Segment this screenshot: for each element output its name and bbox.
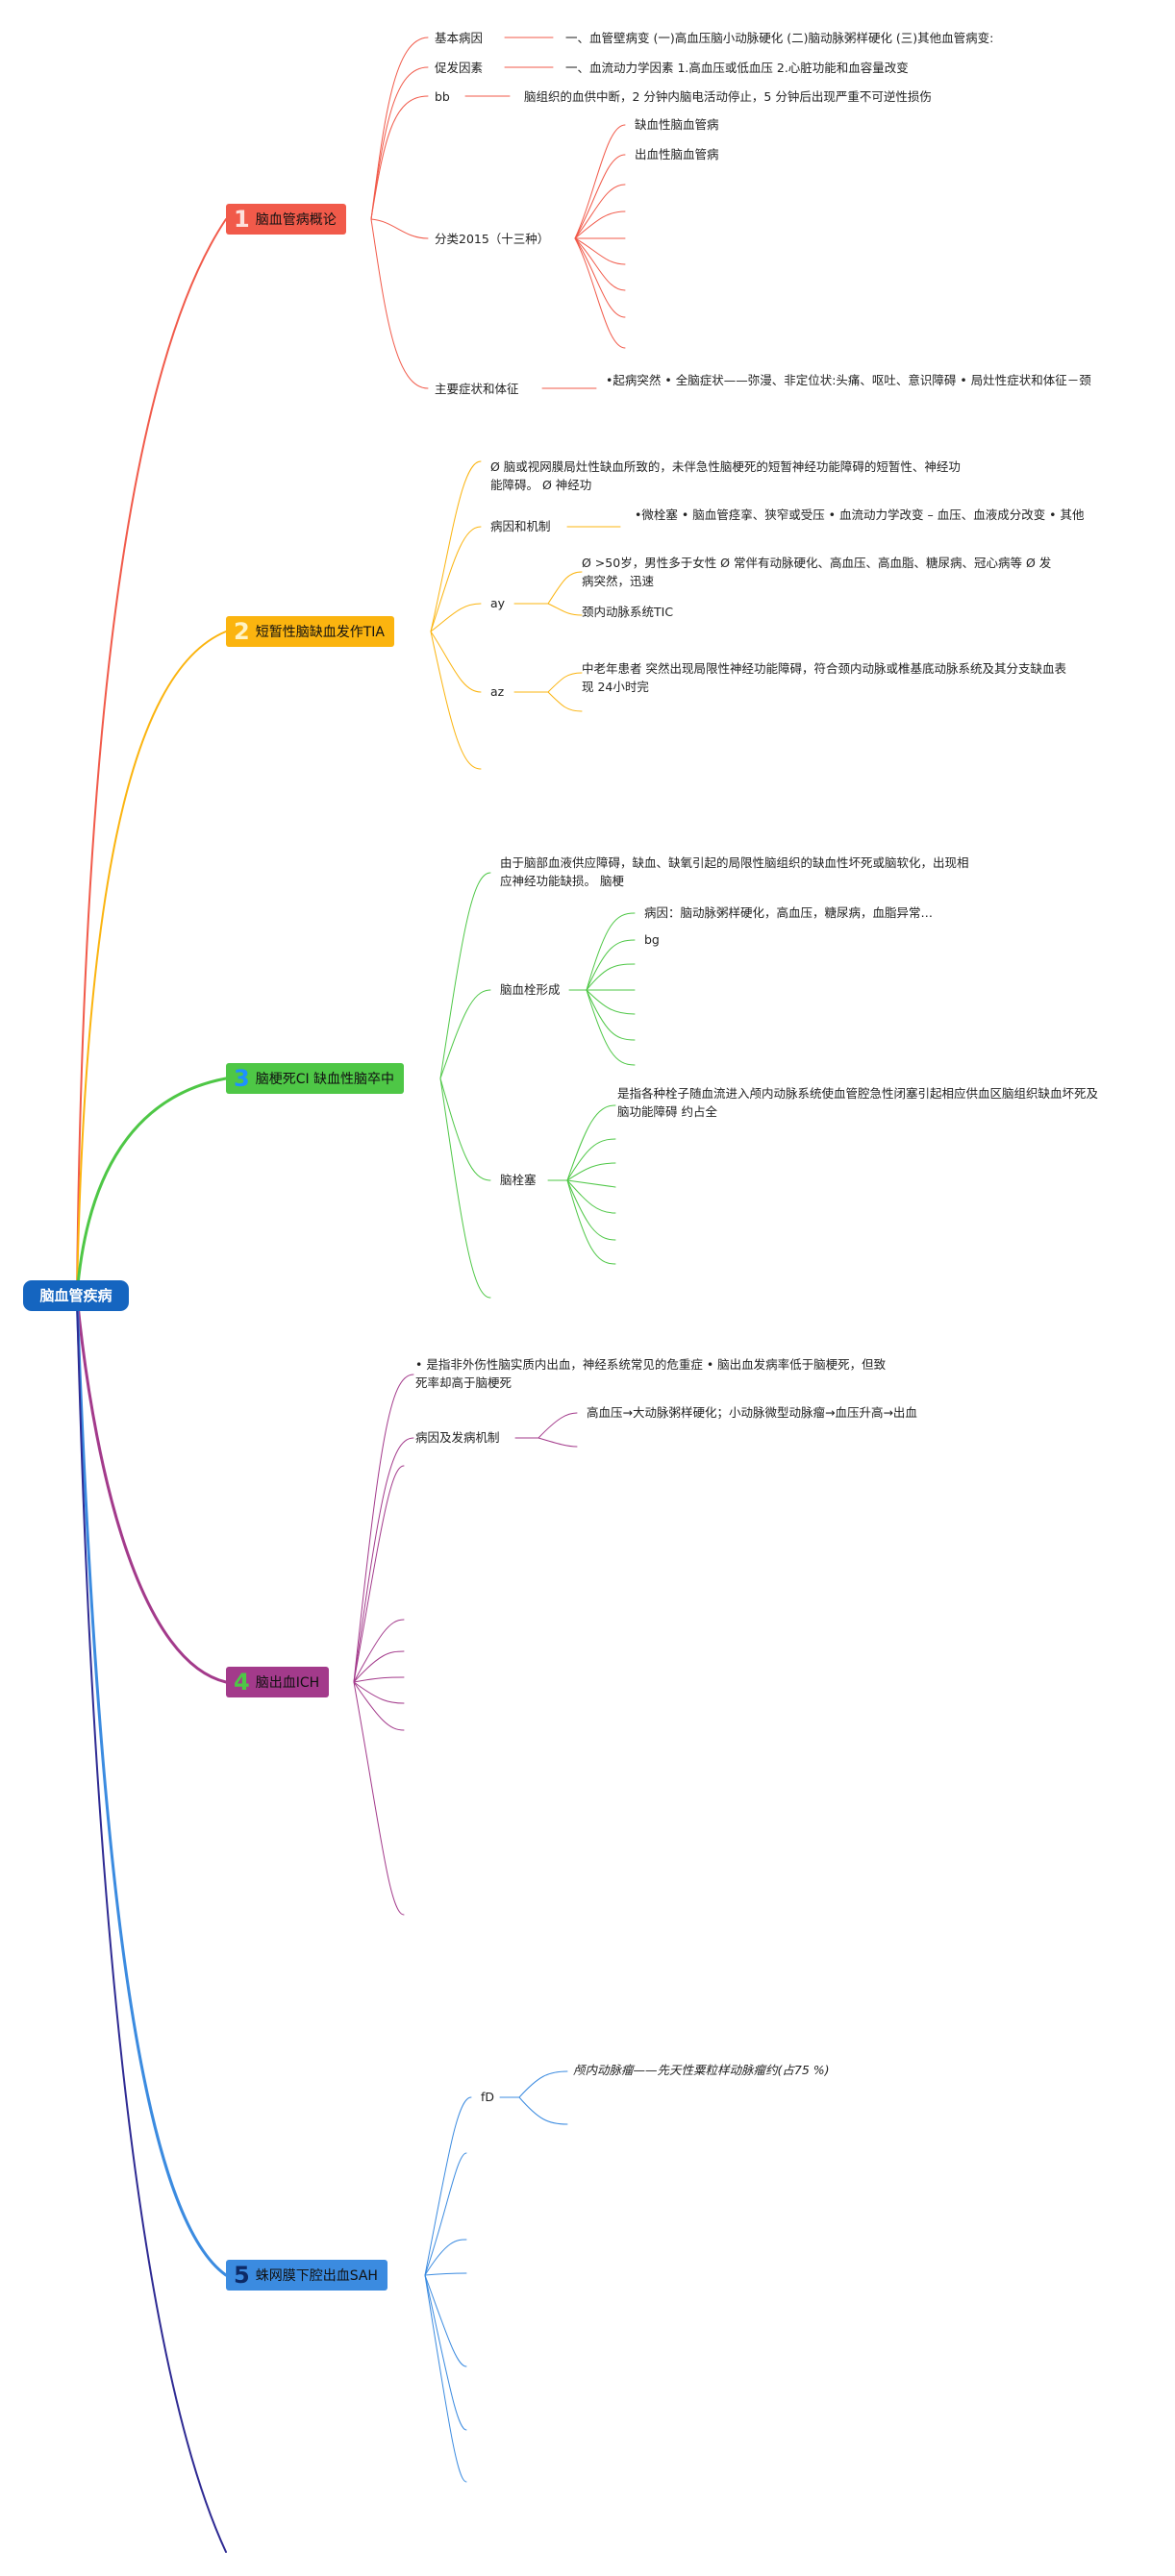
t3-label-thrombosis[interactable]: 脑血栓形成 [500,982,561,997]
branch-line-1 [76,218,227,1297]
t1-label-bb[interactable]: bb [435,89,450,104]
t1-detail-trigger: 一、血流动力学因素 1.高血压或低血压 2.心脏功能和血容量改变 [565,61,909,75]
t2-intro: Ø 脑或视网膜局灶性缺血所致的，未伴急性脑梗死的短暂神经功能障碍的短暂性、神经功… [490,459,961,492]
topic-title-3: 脑梗死CI 缺血性脑卒中 [255,1072,395,1087]
topic-title-4: 脑出血ICH [255,1675,320,1691]
t4-intro: • 是指非外伤性脑实质内出血，神经系统常见的危重症 • 脑出血发病率低于脑梗死，… [415,1357,887,1390]
t1-detail-bb: 脑组织的血供中断，2 分钟内脑电活动停止，5 分钟后出现严重不可逆性损伤 [524,89,932,104]
t5-label-fd[interactable]: fD [481,2090,495,2104]
t4-label-cause[interactable]: 病因及发病机制 [415,1430,500,1445]
t2-detail-cause: •微栓塞 • 脑血管痉挛、狭窄或受压 • 血流动力学改变 – 血压、血液成分改变… [635,508,1085,522]
topic-node-5[interactable]: 5 蛛网膜下腔出血SAH [226,2260,388,2291]
t2-ay-item-2: 颈内动脉系统TIC [582,605,674,619]
topic-node-3[interactable]: 3 脑梗死CI 缺血性脑卒中 [226,1063,405,1094]
topic-title-1: 脑血管病概论 [255,212,337,228]
branch-line-2 [76,631,227,1297]
t2-label-az[interactable]: az [490,684,505,699]
branch-line-5 [75,1294,228,2277]
t2-ay-item-1: Ø >50岁，男性多于女性 Ø 常伴有动脉硬化、高血压、高血脂、糖尿病、冠心病等… [582,556,1052,588]
topic-number-4: 4 [234,1669,250,1696]
t1-label-trigger[interactable]: 促发因素 [435,61,484,75]
t3-thrombosis-item-bg: bg [644,932,660,947]
topic-node-1[interactable]: 1 脑血管病概论 [226,204,346,235]
t1-class-item-hemorrhagic: 出血性脑血管病 [635,147,719,161]
t3-label-embolism[interactable]: 脑栓塞 [500,1173,537,1187]
t2-label-ay[interactable]: ay [490,596,506,610]
t1-label-basic-cause[interactable]: 基本病因 [435,31,484,45]
topic-number-5: 5 [234,2262,250,2289]
topic-number-2: 2 [234,618,250,645]
t1-label-classification[interactable]: 分类2015（十三种） [435,232,550,246]
branch-line-4 [75,1294,228,1684]
topic-node-2[interactable]: 2 短暂性脑缺血发作TIA [226,616,394,647]
t2-label-cause[interactable]: 病因和机制 [490,519,551,533]
branch-line-extra [76,1295,227,2553]
branch-line-3 [75,1077,228,1298]
t1-label-symptoms[interactable]: 主要症状和体征 [435,382,519,396]
t2-az-item-1: 中老年患者 突然出现局限性神经功能障碍，符合颈内动脉或椎基底动脉系统及其分支缺血… [582,661,1066,694]
topic-number-3: 3 [234,1065,250,1092]
t1-detail-symptoms: •起病突然 • 全脑症状——弥漫、非定位状:头痛、呕吐、意识障碍 • 局灶性症状… [606,373,1091,387]
t4-detail-cause: 高血压→大动脉粥样硬化；小动脉微型动脉瘤→血压升高→出血 [587,1405,917,1420]
root-node[interactable]: 脑血管疾病 [23,1280,129,1311]
topic-title-5: 蛛网膜下腔出血SAH [255,2268,378,2284]
t3-embolism-item-1: 是指各种栓子随血流进入颅内动脉系统使血管腔急性闭塞引起相应供血区脑组织缺血坏死及… [617,1086,1099,1119]
t5-fd-item-aneurysm: 颅内动脉瘤——先天性粟粒样动脉瘤约(占75 %) [573,2063,830,2077]
topic-node-4[interactable]: 4 脑出血ICH [226,1667,330,1697]
t3-intro: 由于脑部血液供应障碍，缺血、缺氧引起的局限性脑组织的缺血性坏死或脑软化，出现相应… [500,855,969,888]
topic-title-2: 短暂性脑缺血发作TIA [255,625,385,640]
t1-class-item-ischemic: 缺血性脑血管病 [635,117,719,132]
t1-detail-basic-cause: 一、血管壁病变 (一)高血压脑小动脉硬化 (二)脑动脉粥样硬化 (三)其他血管病… [565,31,994,45]
t3-thrombosis-item-cause: 病因：脑动脉粥样硬化，高血压，糖尿病，血脂异常… [644,905,934,920]
topic-number-1: 1 [234,206,250,233]
